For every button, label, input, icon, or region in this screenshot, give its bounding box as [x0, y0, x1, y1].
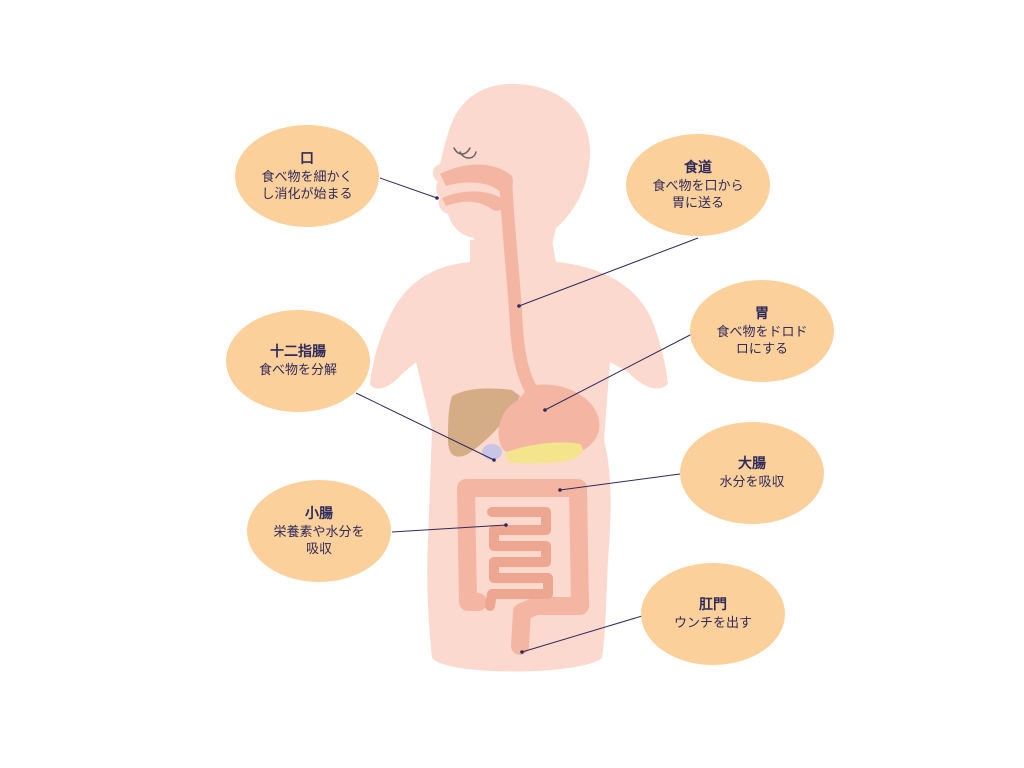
head	[432, 84, 590, 262]
leader-large-intestine-tip	[558, 488, 562, 492]
leader-mouth	[379, 177, 438, 199]
stomach	[498, 384, 600, 459]
label-mouth-title: 口	[300, 150, 314, 167]
label-large-intestine: 大腸 水分を吸収	[680, 422, 824, 524]
leader-esophagus	[518, 237, 699, 307]
leader-lines	[355, 177, 699, 654]
leader-esophagus-tip	[517, 304, 521, 308]
leader-duodenum-tip	[492, 458, 496, 462]
esophagus	[499, 179, 543, 405]
leader-anus	[521, 615, 643, 653]
leader-stomach-tip	[543, 408, 547, 412]
label-esophagus-title: 食道	[684, 159, 712, 176]
label-esophagus-description: 食べ物を口から 胃に送る	[652, 178, 744, 211]
label-anus-title: 肛門	[699, 597, 727, 613]
label-large-intestine-title: 大腸	[738, 456, 766, 472]
leader-small-intestine	[391, 524, 507, 533]
label-large-intestine-description: 水分を吸収	[719, 475, 785, 490]
pancreas	[506, 442, 583, 464]
oral-cavity	[442, 191, 505, 211]
leader-duodenum	[355, 392, 495, 461]
label-duodenum: 十二指腸 食べ物を分解	[226, 310, 370, 412]
label-duodenum-title: 十二指腸	[270, 344, 326, 360]
label-small-intestine-description: 栄養素や水分を 吸収	[273, 524, 365, 557]
label-small-intestine-title: 小腸	[305, 505, 333, 522]
leader-stomach	[544, 333, 693, 411]
label-esophagus: 食道 食べ物を口から 胃に送る	[626, 134, 770, 236]
label-anus-description: ウンチを出す	[673, 616, 752, 631]
label-small-intestine: 小腸 栄養素や水分を 吸収	[247, 480, 391, 582]
small-intestine	[485, 507, 553, 611]
leader-anus-tip	[520, 650, 524, 654]
liver	[448, 388, 520, 457]
large-intestine	[457, 479, 589, 655]
leader-small-intestine-tip	[504, 523, 508, 527]
gallbladder	[482, 444, 502, 460]
organs	[440, 164, 600, 655]
label-duodenum-description: 食べ物を分解	[258, 363, 337, 378]
leader-large-intestine	[559, 473, 681, 491]
ear-mark	[453, 147, 477, 159]
nasal-cavity	[440, 164, 513, 193]
label-mouth-description: 食べ物を細かく し消化が始まる	[261, 169, 353, 202]
label-stomach-description: 食べ物をドロド ロにする	[716, 324, 808, 357]
label-stomach: 胃 食べ物をドロド ロにする	[690, 280, 834, 382]
label-mouth: 口 食べ物を細かく し消化が始まる	[235, 125, 379, 227]
leader-mouth-tip	[435, 196, 439, 200]
label-anus: 肛門 ウンチを出す	[641, 563, 785, 665]
label-stomach-title: 胃	[755, 305, 769, 322]
